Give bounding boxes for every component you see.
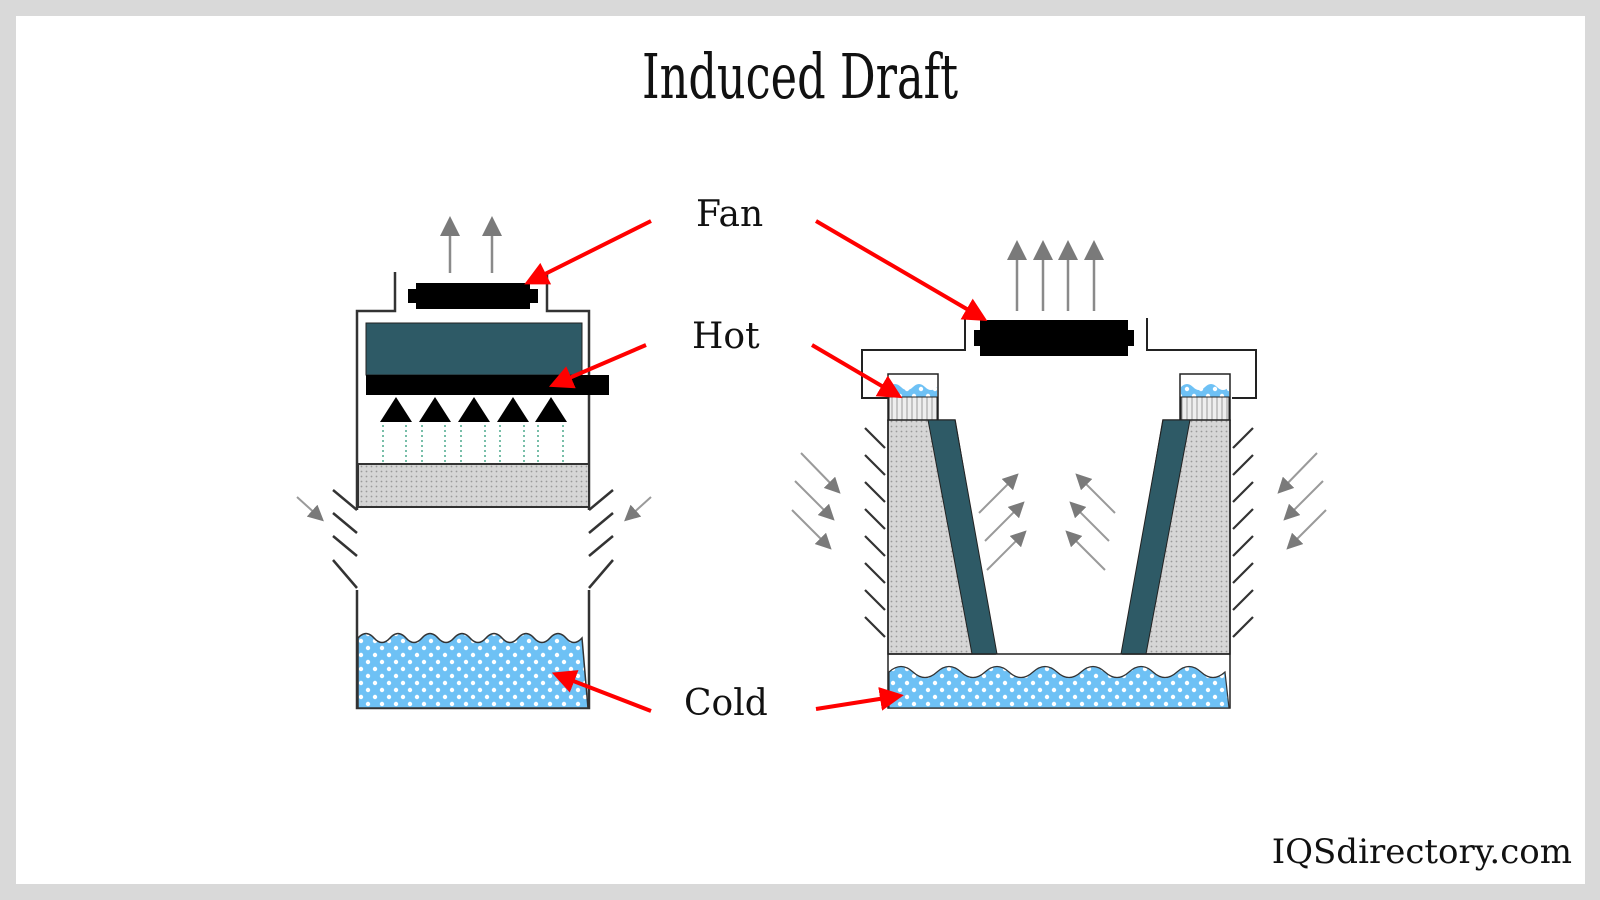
air-outlet-arrow — [984, 501, 1025, 542]
hot-water-basin-right — [1181, 384, 1229, 397]
diagram-canvas — [16, 16, 1585, 884]
fill-media — [365, 322, 583, 376]
distribution-pipe — [366, 375, 609, 395]
tower-casing — [861, 318, 1257, 399]
air-outlet-arrow — [978, 473, 1019, 514]
air-inlet-arrow — [791, 509, 832, 550]
air-louvers — [864, 427, 1254, 638]
air-inlet-arrow — [794, 480, 835, 521]
spray-nozzles — [380, 397, 567, 422]
air-outlet-arrow — [1075, 473, 1116, 514]
page-title: Induced Draft — [641, 40, 959, 113]
air-inlet-arrow — [1277, 452, 1318, 494]
air-inlet-arrow — [296, 496, 324, 522]
air-inlet-arrow — [800, 452, 841, 494]
fan-icon — [974, 320, 1134, 356]
counterflow-tower — [296, 216, 652, 710]
air-inlet-arrow — [1286, 509, 1327, 550]
air-outlet-arrow — [1065, 530, 1106, 571]
fan-pointer-arrow — [814, 219, 988, 322]
fan-icon — [408, 283, 538, 309]
packing — [357, 463, 590, 508]
crossflow-tower — [791, 240, 1327, 709]
air-inlet-arrow — [1283, 480, 1324, 521]
label-hot: Hot — [692, 316, 760, 357]
watermark: IQSdirectory.com — [1271, 832, 1572, 872]
air-outlet-arrow — [1069, 501, 1110, 542]
label-cold: Cold — [684, 683, 768, 724]
cold-pointer-arrow — [815, 687, 904, 711]
cold-water-basin — [888, 665, 1230, 709]
air-inlet-arrow — [624, 496, 652, 522]
fan-pointer-arrow — [524, 219, 652, 285]
label-fan: Fan — [696, 194, 764, 235]
cold-water-basin — [357, 632, 589, 709]
air-outlet-arrow — [986, 530, 1027, 571]
hot-pointer-arrow — [548, 343, 647, 389]
cold-pointer-arrow — [551, 670, 652, 713]
hot-pointer-arrow — [810, 343, 903, 399]
air-louvers — [332, 489, 614, 589]
water-spray — [382, 425, 564, 462]
